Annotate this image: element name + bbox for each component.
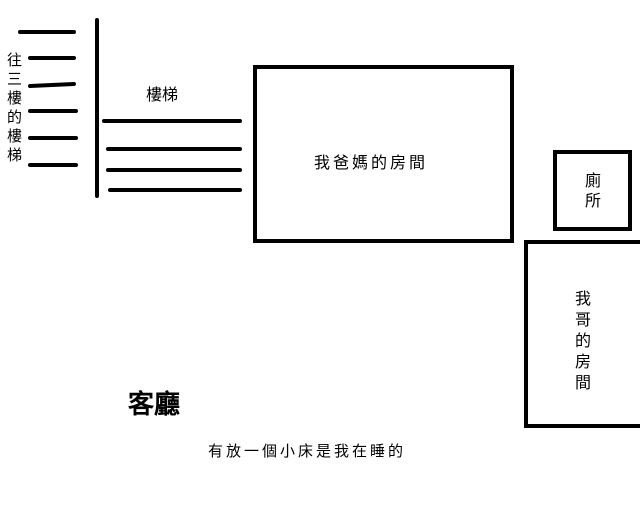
stair-steps: [102, 119, 242, 192]
stairs-to-third-floor-label: 往三樓的樓梯: [5, 52, 23, 166]
left-stair-steps: [18, 30, 78, 167]
parents-room-outline: [253, 65, 514, 243]
living-room-label: 客廳: [128, 390, 181, 420]
toilet-label: 廁所: [582, 172, 601, 212]
brother-room-label: 我哥的房間: [572, 290, 591, 395]
parents-room-label: 我爸媽的房間: [314, 153, 429, 172]
toilet-outline: [553, 150, 632, 231]
brother-room-outline: [524, 240, 640, 428]
living-room-note: 有放一個小床是我在睡的: [208, 442, 407, 460]
stairs-label: 樓梯: [146, 85, 179, 104]
